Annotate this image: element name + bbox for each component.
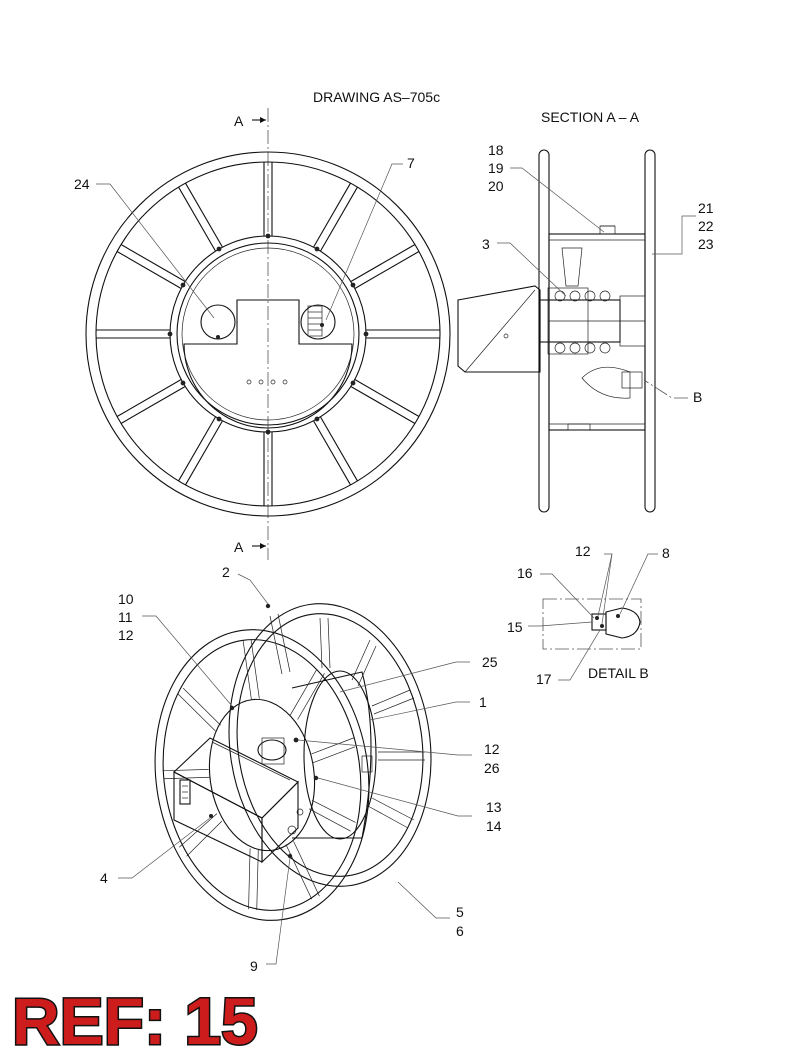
callout-15: 15 (507, 619, 523, 635)
callout-9: 9 (250, 958, 258, 974)
iso-swivel-body (261, 737, 285, 765)
iso-rear-spokes (269, 613, 425, 829)
iso-rear-flange-outer (228, 603, 432, 887)
leader-8 (619, 553, 658, 615)
ref-badge: REF: 15 (12, 984, 258, 1053)
flange-inner-rim (95, 161, 441, 507)
section-title: SECTION A – A (541, 109, 640, 125)
callout-24: 24 (74, 176, 90, 192)
leader-21-23 (652, 215, 696, 255)
callout-17: 17 (536, 671, 552, 687)
callout-2: 2 (222, 564, 230, 580)
leader-17 (558, 629, 601, 681)
hub-opening-holes (246, 379, 288, 385)
detail-boundary (542, 598, 642, 650)
leader-25 (339, 661, 470, 693)
leader-12-26 (297, 739, 472, 756)
callout-16: 16 (517, 565, 533, 581)
callout-8: 8 (662, 545, 670, 561)
callout-1: 1 (479, 694, 487, 710)
leader-4 (118, 817, 211, 879)
flange-spokes (96, 162, 440, 506)
leader-12-a (597, 553, 613, 617)
leader-24 (96, 183, 215, 319)
detail-block (591, 613, 607, 631)
callout-6: 6 (456, 923, 464, 939)
callout-10: 10 (118, 591, 134, 607)
collector-right (300, 304, 336, 340)
detail-view: 12 8 16 15 17 DETAIL B (507, 543, 670, 687)
callout-7: 7 (407, 155, 415, 171)
callout-12-iso: 12 (118, 627, 134, 643)
front-view: A A (74, 108, 451, 560)
callout-26: 26 (484, 760, 500, 776)
leader-10-12 (142, 615, 233, 707)
callout-23: 23 (698, 236, 714, 252)
leader-5-6 (397, 881, 450, 919)
section-enclosure (457, 285, 541, 373)
section-mark-bottom: A (234, 539, 244, 555)
leader-2 (237, 573, 269, 605)
callout-11: 11 (118, 609, 133, 625)
iso-front-flange-outer (154, 629, 370, 921)
callout-21: 21 (698, 200, 714, 216)
callout-5: 5 (456, 904, 464, 920)
iso-drum (291, 671, 372, 839)
callout-4: 4 (100, 870, 108, 886)
iso-enclosure (173, 737, 304, 864)
hub-bolts (167, 233, 369, 435)
callout-20: 20 (488, 178, 504, 194)
collector-right-fins (308, 311, 322, 331)
iso-swivel (257, 739, 287, 761)
callout-19: 19 (488, 160, 504, 176)
collector-right-body (307, 305, 323, 337)
detail-plug (605, 607, 641, 639)
leader-13-14 (317, 777, 472, 817)
section-arrowhead-top (260, 117, 266, 123)
drum-edge (181, 247, 355, 421)
iso-drum-end (303, 670, 377, 840)
callout-B: B (693, 389, 702, 405)
collector-left (200, 304, 236, 340)
callout-12-hub: 12 (484, 741, 500, 757)
leader-1 (369, 701, 470, 721)
drawing-title: DRAWING AS–705c (313, 89, 440, 105)
detail-title: DETAIL B (588, 665, 649, 681)
section-mark-top: A (234, 113, 244, 129)
callout-13: 13 (486, 799, 502, 815)
leader-16 (540, 573, 595, 619)
hub-opening (183, 299, 353, 429)
callout-22: 22 (698, 218, 714, 234)
leader-7 (325, 163, 403, 321)
section-arrowhead-bottom (260, 543, 266, 549)
isometric-view: 2 10 11 12 25 1 12 26 13 14 4 5 6 9 (100, 564, 502, 974)
section-view: 18 19 20 3 21 22 23 B (457, 142, 714, 513)
callout-3: 3 (482, 236, 490, 252)
callout-25: 25 (482, 654, 498, 670)
iso-spokes (162, 639, 356, 911)
leader-9 (266, 857, 291, 965)
flange-outer-rim (85, 151, 451, 517)
leader-12-b (601, 553, 613, 625)
section-bearings (554, 290, 611, 354)
callout-14: 14 (486, 818, 502, 834)
section-flange-right (644, 149, 656, 513)
callout-18: 18 (488, 142, 504, 158)
hub-inner-ring (176, 242, 360, 426)
callout-12-detail: 12 (575, 543, 591, 559)
leader-15 (528, 621, 593, 627)
leader-3 (497, 242, 567, 297)
leader-18-20 (510, 167, 605, 233)
leader-B (643, 379, 688, 399)
iso-rear-flange-inner (236, 613, 424, 877)
